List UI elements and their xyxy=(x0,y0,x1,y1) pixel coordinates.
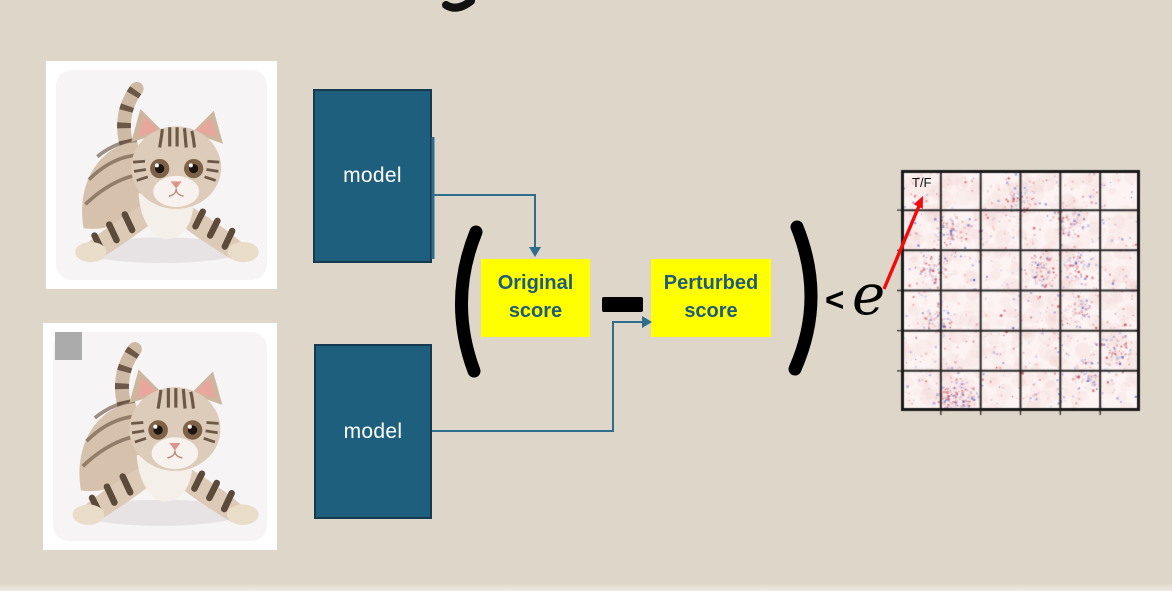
arrowhead-down-icon xyxy=(529,247,541,257)
model-box-top: model xyxy=(313,89,432,263)
kitten-illustration xyxy=(53,332,267,541)
kitten-illustration xyxy=(56,70,267,280)
occluded-image-card xyxy=(43,323,277,550)
epsilon-symbol: e xyxy=(852,263,886,328)
perturbed-score-line1: Perturbed xyxy=(663,272,759,295)
original-score-line2: score xyxy=(508,300,563,322)
connector-top xyxy=(434,194,536,248)
less-than-symbol: < xyxy=(825,281,845,318)
original-image-card xyxy=(46,61,277,289)
original-score-line1: Original xyxy=(497,272,574,295)
model-box-bottom: model xyxy=(314,344,432,519)
cat-photo-occluded xyxy=(53,332,267,541)
cat-photo-original xyxy=(56,70,267,280)
heatmap-grid: T/F xyxy=(897,168,1142,418)
minus-sign xyxy=(602,297,643,312)
title-descender-fragment xyxy=(442,0,475,12)
perturbed-score-box: Perturbed score xyxy=(651,259,771,337)
close-paren xyxy=(788,220,818,376)
model-top-label: model xyxy=(343,164,402,187)
perturbed-score-line2: score xyxy=(684,300,738,322)
heatmap-canvas xyxy=(897,168,1142,418)
original-score-box: Original score xyxy=(481,259,590,337)
open-paren xyxy=(455,225,483,378)
connector-bottom xyxy=(432,321,643,432)
model-bottom-label: model xyxy=(343,419,403,443)
tf-label: T/F xyxy=(912,175,932,190)
occlusion-patch xyxy=(55,332,82,360)
